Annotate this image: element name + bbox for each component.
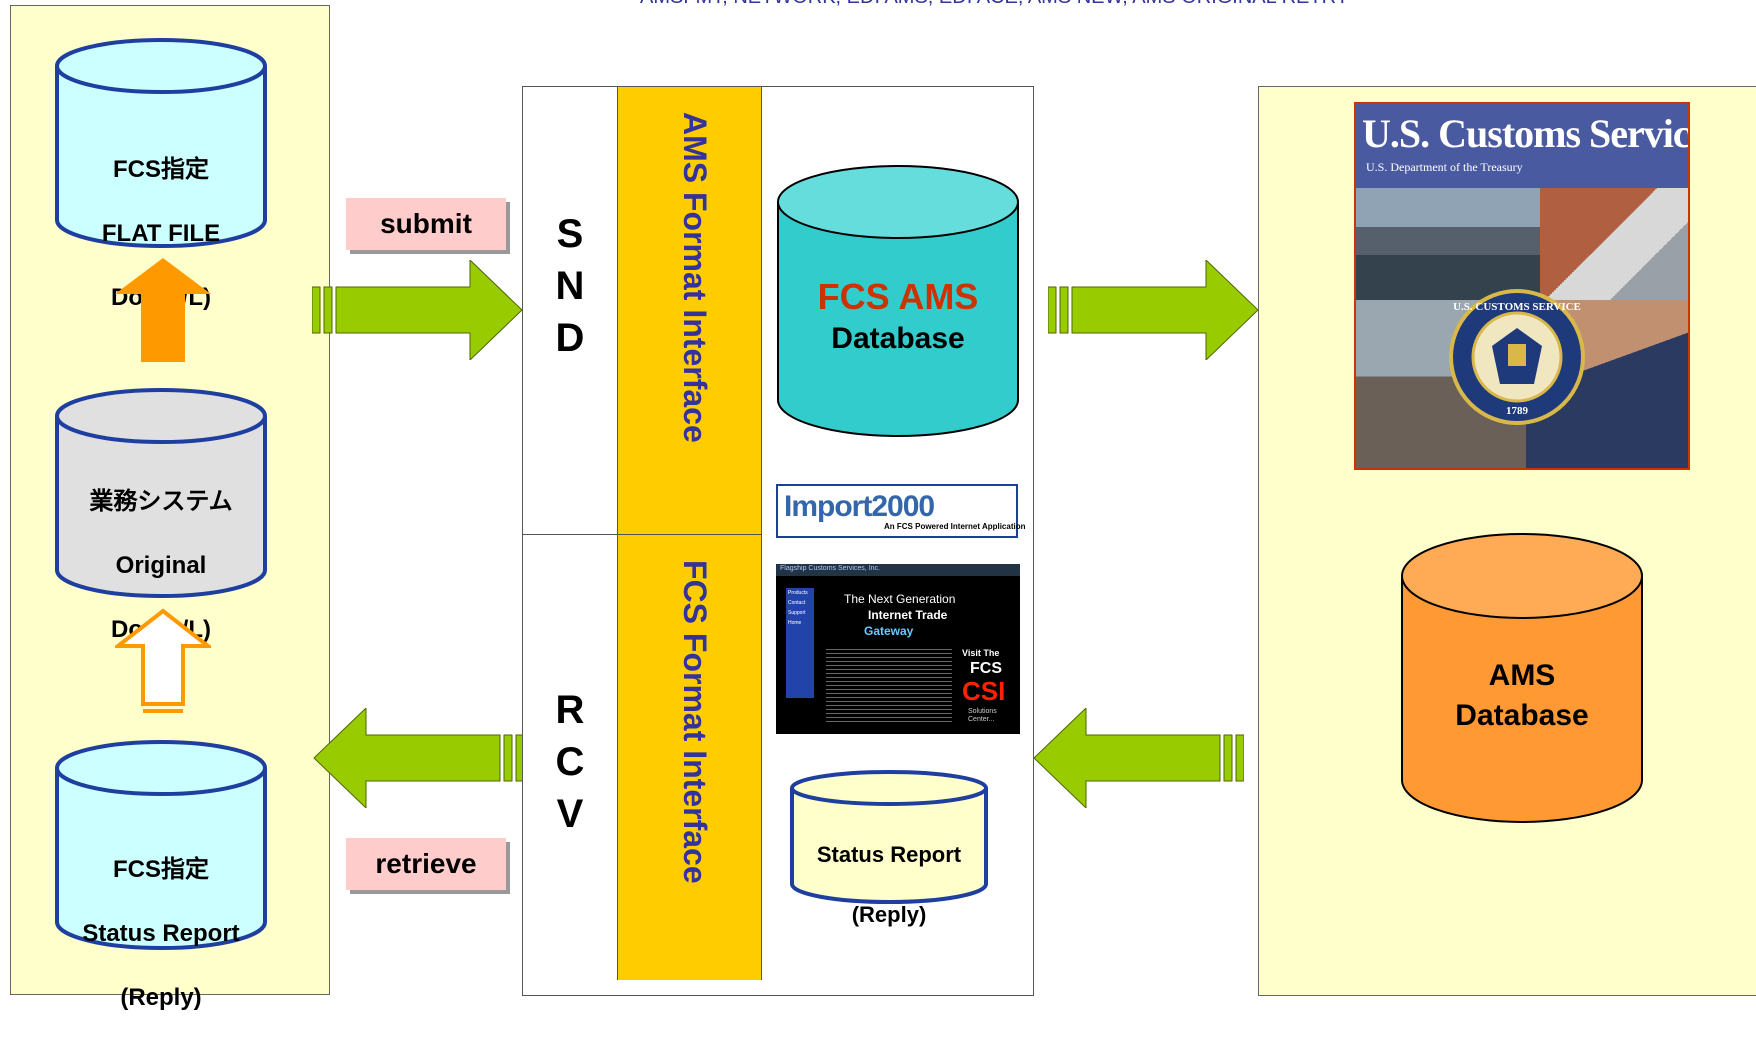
divider — [617, 86, 618, 980]
top-caption: AMSFMT, NETWORK, EDI AMS, EDI ACE, AMS N… — [640, 0, 1460, 9]
right-arrow-icon — [312, 260, 523, 360]
db-label-line: (Reply) — [851, 902, 927, 927]
left-arrow-icon — [1033, 708, 1244, 808]
cylinder-shape — [55, 38, 267, 248]
screenshot-header-text: Flagship Customs Services, Inc. — [780, 565, 880, 572]
cylinder-shape — [55, 740, 267, 950]
db-label-line: (Reply) — [120, 984, 202, 1011]
up-arrow-icon — [115, 258, 211, 362]
rcv-letter: R — [555, 688, 585, 732]
screenshot-solutions: Solutions Center... — [968, 708, 997, 723]
screenshot-nav-link: Home — [788, 620, 802, 626]
fcs-interface-band — [618, 535, 761, 980]
db-label-line: FCS指定 — [113, 856, 209, 883]
ams-database: AMS Database — [1400, 532, 1644, 824]
cylinder-shape — [777, 165, 1019, 437]
fcs-ams-db-title: FCS AMS — [817, 276, 979, 317]
retrieve-arrow — [312, 708, 524, 808]
screenshot-sidebar: Products Contact Support Home — [786, 588, 814, 698]
customs-seal-icon: U.S. CUSTOMS SERVICE 1789 — [1449, 289, 1585, 425]
container-truck-photo — [1540, 188, 1688, 300]
right-arrow-icon — [1048, 260, 1259, 360]
seal-year: 1789 — [1506, 405, 1529, 417]
snd-letter: D — [555, 316, 585, 360]
snd-letter: S — [556, 212, 584, 256]
snd-label: S N D — [540, 208, 600, 364]
status-report-database-left: FCS指定 Status Report (Reply) — [55, 740, 267, 1011]
rcv-letter: V — [556, 792, 584, 836]
fcs-website-screenshot: Flagship Customs Services, Inc. Products… — [776, 564, 1020, 734]
db-label-line: FLAT FILE — [101, 220, 221, 247]
seal-text: U.S. CUSTOMS SERVICE — [1453, 301, 1581, 313]
flat-file-database: FCS指定 FLAT FILE Doc(B/L) — [55, 38, 267, 311]
fcs-ams-database: FCS AMS Database — [776, 164, 1020, 440]
submit-arrow — [312, 260, 524, 360]
db-label-line: Status Report — [816, 842, 962, 867]
screenshot-nav-link: Support — [788, 610, 806, 616]
screenshot-line2: Internet Trade — [868, 608, 948, 622]
screenshot-line3: Gateway — [864, 624, 914, 638]
rcv-letter: C — [555, 740, 585, 784]
db-label-line: Status Report — [82, 920, 240, 947]
cylinder-shape — [55, 388, 267, 598]
screenshot-header: Flagship Customs Services, Inc. — [776, 564, 1020, 576]
screenshot-text-block — [826, 646, 952, 722]
port-photo — [1356, 188, 1540, 300]
orange-up-arrow — [115, 258, 211, 362]
cylinder-shape — [790, 770, 988, 904]
import2000-logo-text: Import2000 — [784, 490, 935, 523]
import2000-logo: Import2000 An FCS Powered Internet Appli… — [776, 484, 1026, 538]
customs-title: U.S. Customs Service — [1362, 111, 1690, 156]
submit-label: submit — [346, 198, 506, 250]
us-customs-service-image: U.S. Customs Service U.S. Department of … — [1354, 102, 1690, 470]
divider — [761, 86, 762, 980]
customs-title-band: U.S. Customs Service U.S. Department of … — [1356, 104, 1688, 188]
db-label-line: Database — [1455, 699, 1589, 732]
db-label-line: FCS指定 — [113, 156, 209, 183]
db-label-line: Original — [115, 552, 207, 579]
left-arrow-icon — [313, 708, 524, 808]
up-arrow-outline-icon — [115, 608, 211, 713]
ams-interface-band — [618, 87, 761, 534]
receive-from-customs-arrow — [1032, 708, 1244, 808]
rcv-label: R C V — [540, 684, 600, 840]
fcs-ams-db-subtitle: Database — [831, 322, 965, 355]
original-database: 業務システム Original Doc(B/L) — [55, 388, 267, 643]
screenshot-line1: The Next Generation — [844, 592, 956, 606]
divider — [618, 534, 761, 535]
ams-db-label: AMS Database — [1400, 656, 1644, 736]
screenshot-visit: Visit The — [962, 648, 1000, 658]
cylinder-shape — [1401, 533, 1643, 823]
hollow-up-arrow — [115, 608, 211, 716]
screenshot-nav-link: Products — [788, 590, 808, 596]
screenshot-fcs: FCS — [970, 660, 1002, 677]
status-report-database-center: Status Report (Reply) — [790, 770, 988, 927]
transmit-to-customs-arrow — [1048, 260, 1260, 360]
db-label-line: AMS — [1488, 659, 1556, 692]
fcs-format-interface-label: FCS Format Interface — [677, 560, 713, 884]
snd-letter: N — [555, 264, 585, 308]
db-label-line: 業務システム — [89, 488, 233, 515]
import2000-logo-subtext: An FCS Powered Internet Application — [884, 522, 1026, 531]
screenshot-nav-link: Contact — [788, 600, 806, 606]
ams-format-interface-label: AMS Format Interface — [677, 112, 713, 443]
retrieve-label: retrieve — [346, 838, 506, 890]
customs-subtitle: U.S. Department of the Treasury — [1366, 160, 1523, 174]
screenshot-csi: CSI — [962, 676, 1006, 706]
